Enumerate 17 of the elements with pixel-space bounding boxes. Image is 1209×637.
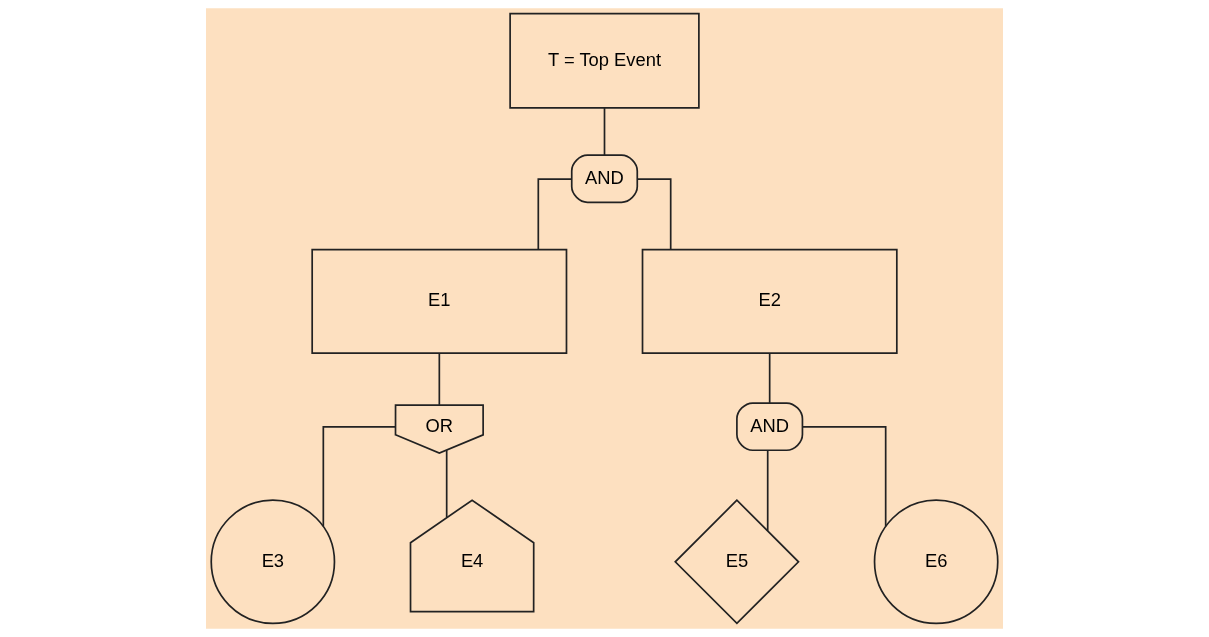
connector <box>768 352 771 404</box>
connector <box>438 352 441 406</box>
connector <box>801 425 887 528</box>
node-box: E2 <box>641 248 898 354</box>
connector <box>537 178 573 251</box>
node-box: AND <box>570 154 639 204</box>
connector <box>322 425 397 528</box>
node-circle: E3 <box>210 499 336 625</box>
node-circle: E6 <box>873 499 999 625</box>
node-box: E1 <box>311 248 568 354</box>
node-box: T = Top Event <box>509 12 700 109</box>
connector <box>445 449 448 519</box>
connector <box>603 107 606 156</box>
node-diamond: E5 <box>674 499 800 625</box>
connector <box>766 449 769 532</box>
connector <box>636 178 672 251</box>
node-box: AND <box>736 402 804 452</box>
